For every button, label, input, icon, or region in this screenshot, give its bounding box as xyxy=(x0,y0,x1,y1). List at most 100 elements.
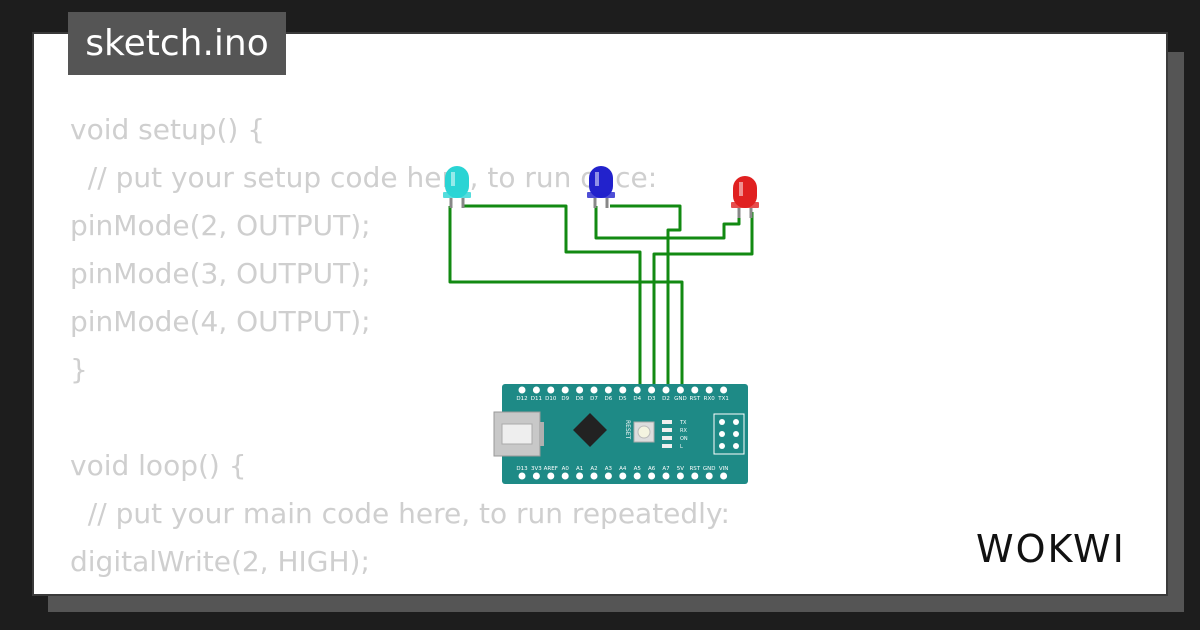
status-led-labels: TX RX ON L xyxy=(679,420,688,450)
code-line: void setup() { xyxy=(70,113,266,146)
pin-label: A5 xyxy=(634,466,642,472)
code-line: pinMode(4, OUTPUT); xyxy=(70,305,371,338)
reset-button[interactable] xyxy=(633,421,655,443)
pin-label: A1 xyxy=(576,466,583,472)
icsp-header xyxy=(713,413,745,455)
pin-a3 xyxy=(604,472,612,480)
wire-cyan-cathode xyxy=(448,206,684,389)
code-line: void loop() { xyxy=(70,449,247,482)
pin-d4 xyxy=(633,386,641,394)
pin-a5 xyxy=(633,472,641,480)
pin-label: A4 xyxy=(619,466,627,472)
pin-label: D7 xyxy=(590,396,598,402)
status-led-label: RX xyxy=(680,428,687,434)
pin-d7 xyxy=(590,386,598,394)
pin-d10 xyxy=(547,386,555,394)
pin-rst xyxy=(691,472,699,480)
pin-label: VIN xyxy=(719,466,729,472)
pin-label: 5V xyxy=(677,466,684,472)
svg-text:WOKWI: WOKWI xyxy=(976,527,1126,571)
pin-label: GND xyxy=(703,466,716,472)
pin-label: TX1 xyxy=(717,396,729,402)
pin-label: RST xyxy=(689,466,700,472)
pin-rx0 xyxy=(705,386,713,394)
file-tab[interactable]: sketch.ino xyxy=(68,12,286,75)
status-leds xyxy=(662,420,672,448)
pin-label: D6 xyxy=(605,396,613,402)
pin-label: D2 xyxy=(662,396,670,402)
reset-label: RESET xyxy=(624,420,631,440)
pin-a1 xyxy=(576,472,584,480)
pin-d6 xyxy=(604,386,612,394)
pin-d5 xyxy=(619,386,627,394)
pin-label: D11 xyxy=(531,396,542,402)
code-line: // put your main code here, to run repea… xyxy=(70,497,730,530)
top-pin-row xyxy=(518,386,728,394)
pin-d8 xyxy=(576,386,584,394)
code-line: pinMode(2, OUTPUT); xyxy=(70,209,371,242)
pin-d9 xyxy=(561,386,569,394)
pin-rst xyxy=(691,386,699,394)
pin-a7 xyxy=(662,472,670,480)
pin-label: AREF xyxy=(544,466,558,472)
pin-d3 xyxy=(648,386,656,394)
wire-blue-anode xyxy=(610,204,682,389)
pin-label: D4 xyxy=(633,396,641,402)
pin-d11 xyxy=(532,386,540,394)
pin-label: A7 xyxy=(662,466,670,472)
cyan-led xyxy=(443,166,471,208)
pin-a6 xyxy=(648,472,656,480)
pin-a2 xyxy=(590,472,598,480)
status-led-label: TX xyxy=(679,420,687,426)
code-line: // put your setup code here, to run once… xyxy=(70,161,658,194)
pin-label: D5 xyxy=(619,396,627,402)
pin-gnd xyxy=(676,386,684,394)
pin-label: A2 xyxy=(590,466,597,472)
pin-label: D10 xyxy=(545,396,557,402)
pin-5v xyxy=(676,472,684,480)
pin-label: A3 xyxy=(605,466,613,472)
code-line: pinMode(3, OUTPUT); xyxy=(70,257,371,290)
pin-d12 xyxy=(518,386,526,394)
status-led-label: ON xyxy=(680,436,688,442)
pin-aref xyxy=(547,472,555,480)
pin-d13 xyxy=(518,472,526,480)
pin-d2 xyxy=(662,386,670,394)
wokwi-logo: WOKWI xyxy=(976,527,1126,571)
pin-vin xyxy=(720,472,728,480)
code-line: delay(100); xyxy=(70,586,730,594)
pin-label: D9 xyxy=(561,396,569,402)
pin-label: A6 xyxy=(648,466,656,472)
pin-label: A0 xyxy=(562,466,570,472)
pin-a0 xyxy=(561,472,569,480)
pin-gnd xyxy=(705,472,713,480)
usb-connector xyxy=(493,411,544,457)
bottom-pin-row xyxy=(518,472,728,480)
pin-label: GND xyxy=(674,396,687,402)
pin-label: D8 xyxy=(576,396,584,402)
pin-label: 3V3 xyxy=(531,466,542,472)
pin-label: D3 xyxy=(648,396,656,402)
blue-led xyxy=(587,166,615,208)
arduino-nano-board: RESET TX RX ON L xyxy=(493,384,748,484)
wire-red-anode xyxy=(652,212,754,389)
status-led-label: L xyxy=(680,444,683,450)
code-line: } xyxy=(70,353,88,386)
pin-label: D12 xyxy=(516,396,527,402)
red-led xyxy=(731,176,759,218)
wires xyxy=(448,204,754,389)
sketch-card: void setup() { // put your setup code he… xyxy=(32,32,1168,596)
code-line: digitalWrite(2, HIGH); xyxy=(70,545,370,578)
pin-label: D13 xyxy=(516,466,528,472)
wire-blue-cathode xyxy=(594,206,741,240)
pin-label: RX0 xyxy=(704,396,716,402)
code-editor[interactable]: void setup() { // put your setup code he… xyxy=(70,106,730,594)
pin-tx1 xyxy=(720,386,728,394)
pin-3v3 xyxy=(532,472,540,480)
wire-cyan-anode xyxy=(464,204,642,389)
pin-a4 xyxy=(619,472,627,480)
pin-label: RST xyxy=(689,396,700,402)
